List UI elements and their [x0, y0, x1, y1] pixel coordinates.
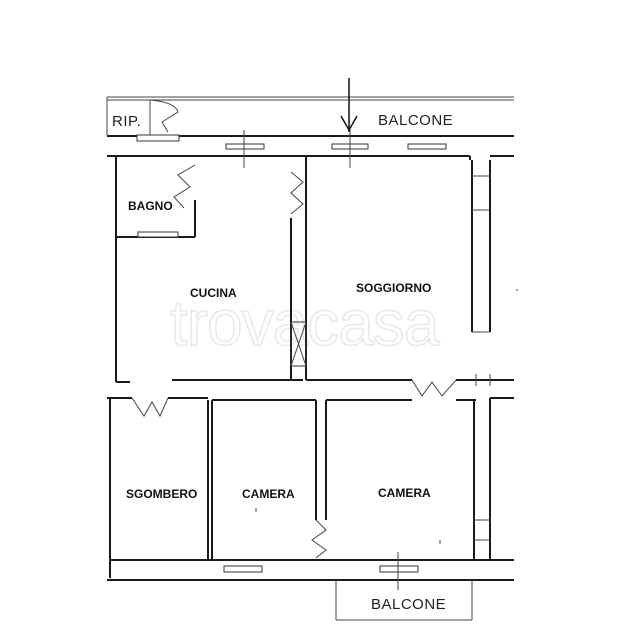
balcony-bottom: [335, 580, 473, 621]
balcony-top: [106, 96, 514, 135]
label-sgombero: SGOMBERO: [126, 487, 197, 501]
corridor-wall: [107, 374, 514, 418]
north-wall: [107, 128, 514, 168]
entrance-arrow-icon: [340, 78, 358, 132]
south-wall: [107, 552, 514, 590]
label-bagno: BAGNO: [128, 199, 173, 213]
room-sgombero-walls: [109, 398, 213, 578]
label-soggiorno: SOGGIORNO: [356, 281, 431, 295]
partition-cucina-soggiorno: [290, 156, 307, 380]
room-camera-1-walls: [311, 400, 327, 559]
label-camera-2: CAMERA: [378, 486, 431, 500]
room-camera-2-walls: [473, 398, 491, 560]
soggiorno-east-wall: [471, 160, 518, 333]
room-bagno-walls: [115, 156, 196, 238]
label-camera-1: CAMERA: [242, 487, 295, 501]
label-rip: RIP.: [112, 113, 141, 130]
label-balcone-bottom: BALCONE: [371, 596, 446, 613]
label-cucina: CUCINA: [190, 286, 237, 300]
label-balcone-top: BALCONE: [378, 112, 453, 129]
